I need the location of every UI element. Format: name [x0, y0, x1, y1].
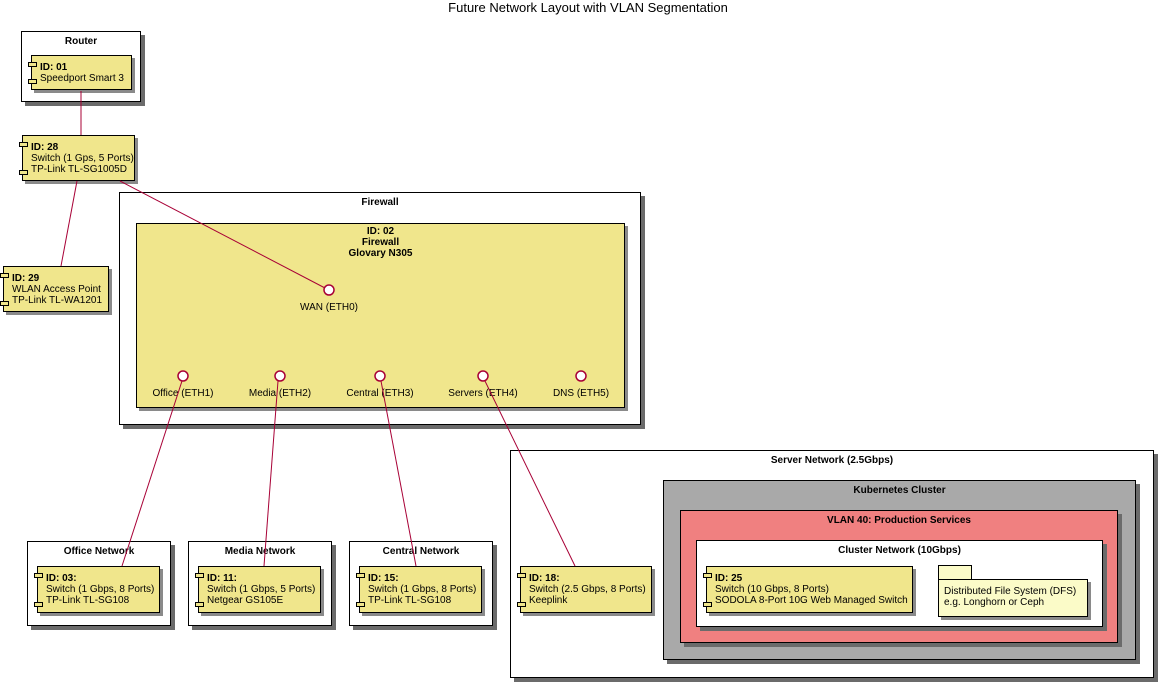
- firewall-package-title: Firewall: [361, 197, 399, 208]
- note-line: Distributed File System (DFS): [944, 586, 1077, 597]
- interface-label-central: Central (ETH3): [346, 388, 414, 399]
- component-type: Switch (1 Gbps, 8 Ports): [368, 584, 477, 595]
- component-id: ID: 02: [366, 226, 395, 237]
- component-id: ID: 25: [715, 573, 743, 584]
- interface-label-wan: WAN (ETH0): [300, 302, 358, 313]
- interface-label-media: Media (ETH2): [248, 388, 312, 399]
- component-type: Switch (10 Gbps, 8 Ports): [715, 584, 829, 595]
- component-model: SODOLA 8-Port 10G Web Managed Switch: [715, 595, 908, 606]
- component-model: TP-Link TL-SG1005D: [31, 164, 127, 175]
- central-switch-component[interactable]: ID: 15: Switch (1 Gbps, 8 Ports) TP-Link…: [356, 566, 482, 613]
- component-type: Switch (1 Gbps, 5 Ports): [207, 584, 316, 595]
- media-interface-icon: [274, 370, 286, 382]
- media-switch-component[interactable]: ID: 11: Switch (1 Gbps, 5 Ports) Netgear…: [195, 566, 321, 613]
- servers-interface-icon: [477, 370, 489, 382]
- component-type: Switch (1 Gbps, 8 Ports): [46, 584, 155, 595]
- cluster-switch-25-component[interactable]: ID: 25 Switch (10 Gbps, 8 Ports) SODOLA …: [703, 566, 913, 613]
- component-type: Firewall: [361, 237, 400, 248]
- diagram-title: Future Network Layout with VLAN Segmenta…: [448, 0, 728, 15]
- dfs-note: Distributed File System (DFS) e.g. Longh…: [938, 579, 1088, 617]
- component-id: ID: 18:: [529, 573, 560, 584]
- component-model: Keeplink: [529, 595, 568, 606]
- link-servers-eth4: [484, 380, 576, 567]
- component-type: WLAN Access Point: [12, 284, 101, 295]
- link-switch28-wan: [119, 180, 326, 289]
- access-point-29-component[interactable]: ID: 29 WLAN Access Point TP-Link TL-WA12…: [0, 266, 109, 312]
- component-id: ID: 28: [31, 142, 59, 153]
- component-type: Switch (2.5 Gbps, 8 Ports): [529, 584, 646, 595]
- central-interface-icon: [374, 370, 386, 382]
- office-switch-component[interactable]: ID: 03: Switch (1 Gbps, 8 Ports) TP-Link…: [34, 566, 160, 613]
- component-id: ID: 01: [40, 62, 68, 73]
- cluster-network-package-title: Cluster Network (10Gbps): [838, 545, 961, 556]
- dns-interface-icon: [575, 370, 587, 382]
- link-media-eth2: [263, 380, 279, 567]
- kubernetes-cluster-package-title: Kubernetes Cluster: [853, 485, 946, 496]
- component-model: TP-Link TL-SG108: [368, 595, 452, 606]
- media-network-package-title: Media Network: [224, 546, 296, 557]
- note-line: e.g. Longhorn or Ceph: [944, 597, 1045, 608]
- interface-label-servers: Servers (ETH4): [448, 388, 518, 399]
- link-office-eth1: [121, 380, 183, 567]
- wan-interface-icon: [323, 284, 335, 296]
- vlan40-package-title: VLAN 40: Production Services: [827, 515, 971, 526]
- central-network-package-title: Central Network: [382, 546, 460, 557]
- interface-label-office: Office (ETH1): [152, 388, 214, 399]
- component-model: Speedport Smart 3: [40, 73, 124, 84]
- switch-28-component[interactable]: ID: 28 Switch (1 Gps, 5 Ports) TP-Link T…: [19, 135, 135, 181]
- component-id: ID: 29: [12, 273, 40, 284]
- router-component[interactable]: ID: 01 Speedport Smart 3: [28, 55, 132, 90]
- component-id: ID: 15:: [368, 573, 399, 584]
- component-model: TP-Link TL-SG108: [46, 595, 130, 606]
- link-switch28-ap29: [60, 180, 78, 267]
- component-model: Glovary N305: [348, 248, 413, 259]
- office-network-package-title: Office Network: [63, 546, 135, 557]
- dfs-note-tab: [938, 565, 972, 580]
- component-model: Netgear GS105E: [207, 595, 284, 606]
- component-model: TP-Link TL-WA1201: [12, 295, 103, 306]
- interface-label-dns: DNS (ETH5): [552, 388, 610, 399]
- office-interface-icon: [177, 370, 189, 382]
- link-central-eth3: [380, 380, 417, 567]
- server-switch-18-component[interactable]: ID: 18: Switch (2.5 Gbps, 8 Ports) Keepl…: [517, 566, 652, 613]
- router-package-title: Router: [64, 36, 98, 47]
- component-id: ID: 11:: [207, 573, 238, 584]
- component-id: ID: 03:: [46, 573, 77, 584]
- server-network-package-title: Server Network (2.5Gbps): [770, 455, 894, 466]
- component-type: Switch (1 Gps, 5 Ports): [31, 153, 134, 164]
